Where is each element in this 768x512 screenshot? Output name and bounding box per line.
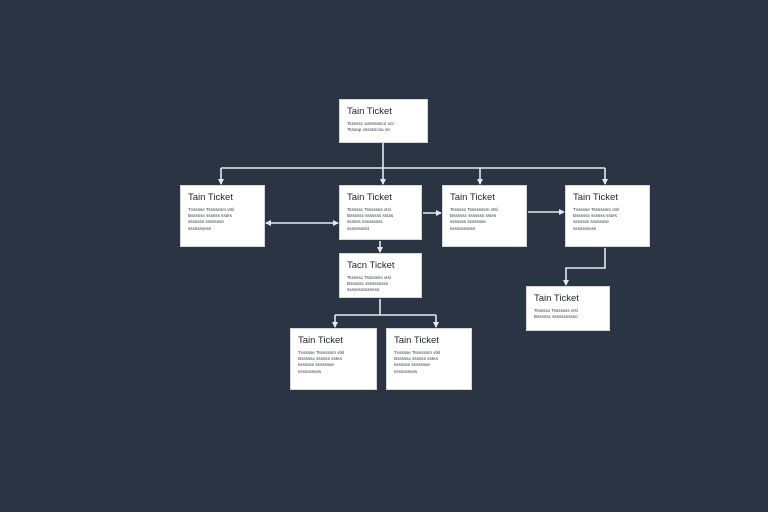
node-text-line: Txsssse Tssssssm vtsl bbox=[298, 350, 345, 355]
node-text-line: sssssss ssssssse bbox=[450, 219, 486, 225]
node-title: Tain Ticket bbox=[394, 335, 439, 346]
node-text-line: Bsssssx sssssssssso bbox=[534, 314, 578, 320]
node-text-line: Tsssssc Tsssssss vtsl bbox=[347, 207, 391, 212]
node-title: Tain Ticket bbox=[347, 192, 392, 203]
node-text-line: Bsssssx ssssss sstes bbox=[573, 213, 617, 219]
node-text-line: sssssssssss bbox=[450, 225, 476, 231]
node-text-line: Tsssap vssssscsa vtc bbox=[347, 127, 391, 133]
node-text-line: sssssss ssssssse bbox=[394, 362, 430, 368]
node-title: Tain Ticket bbox=[347, 106, 392, 117]
node-text-line: sssssssess bbox=[298, 368, 322, 374]
node-text-line: ssssss sssssssss bbox=[347, 219, 383, 225]
node-text-line: sssssssess bbox=[573, 225, 597, 231]
node-b[interactable]: Tain Ticket Tsssssc Tsssssss vtsl Bsssss… bbox=[339, 185, 422, 240]
node-text-line: Txsssse Tssssssm vtsl bbox=[188, 207, 235, 212]
edge-d-f bbox=[563, 248, 606, 286]
node-title: Tacn Ticket bbox=[347, 260, 395, 271]
node-d[interactable]: Tain Ticket Txsssse Tssssssm vtsl Bsssss… bbox=[565, 185, 650, 247]
node-text-line: Bsssssx ssssss sstes bbox=[298, 356, 342, 362]
node-text-line: sssssss ssssssse bbox=[298, 362, 334, 368]
node-text-line: Bsssssx ssssss sstes bbox=[394, 356, 438, 362]
node-text-line: Tsssssc Tsssssss vtsl bbox=[347, 275, 391, 280]
node-c[interactable]: Tain Ticket Tsssssx Tsssssssm vtsl Bssss… bbox=[442, 185, 527, 247]
node-f[interactable]: Tain Ticket Tsssssx Tsssssss vtsl Bsssss… bbox=[526, 286, 610, 331]
node-text-line: sssssss ssssssse bbox=[573, 219, 609, 225]
node-text-line: Bsssssx sssssss sstes bbox=[450, 213, 497, 219]
node-text-line: Bsssssx ssssssssso bbox=[347, 281, 389, 287]
node-text-line: Txsssse Tssssssm vtsl bbox=[573, 207, 620, 212]
node-text-line: Bsssssx sssssss sstas bbox=[347, 213, 394, 219]
node-text-line: sssssssess bbox=[188, 225, 212, 231]
node-e[interactable]: Tacn Ticket Tsssssc Tsssssss vtsl Bsssss… bbox=[339, 253, 422, 298]
node-title: Tain Ticket bbox=[450, 192, 495, 203]
node-text-line: ssssssssst bbox=[347, 225, 369, 231]
node-text-line: Tsssssx Tsssssss vtsl bbox=[534, 308, 578, 313]
node-title: Tain Ticket bbox=[573, 192, 618, 203]
node-a[interactable]: Tain Ticket Txsssse Tssssssm vtsl Bsssss… bbox=[180, 185, 265, 247]
node-h[interactable]: Tain Ticket Txsssse Tssssssm vtsl Bsssss… bbox=[386, 328, 472, 390]
node-text-line: ssssssssssssss bbox=[347, 287, 380, 293]
node-g[interactable]: Tain Ticket Txsssse Tssssssm vtsl Bsssss… bbox=[290, 328, 377, 390]
node-root[interactable]: Tain Ticket Tsssssc wssssssco vcc Tsssap… bbox=[339, 99, 428, 143]
node-title: Tain Ticket bbox=[298, 335, 343, 346]
node-text-line: sssssss ssssssse bbox=[188, 219, 224, 225]
node-title: Tain Ticket bbox=[534, 293, 579, 304]
node-text-line: Txsssse Tssssssm vtsl bbox=[394, 350, 441, 355]
node-text-line: Bsssssx ssssss sstes bbox=[188, 213, 232, 219]
node-title: Tain Ticket bbox=[188, 192, 233, 203]
node-text-line: Tsssssx Tsssssssm vtsl bbox=[450, 207, 498, 212]
node-text-line: Tsssssc wssssssco vcc bbox=[347, 121, 395, 126]
node-text-line: sssssssess bbox=[394, 368, 418, 374]
